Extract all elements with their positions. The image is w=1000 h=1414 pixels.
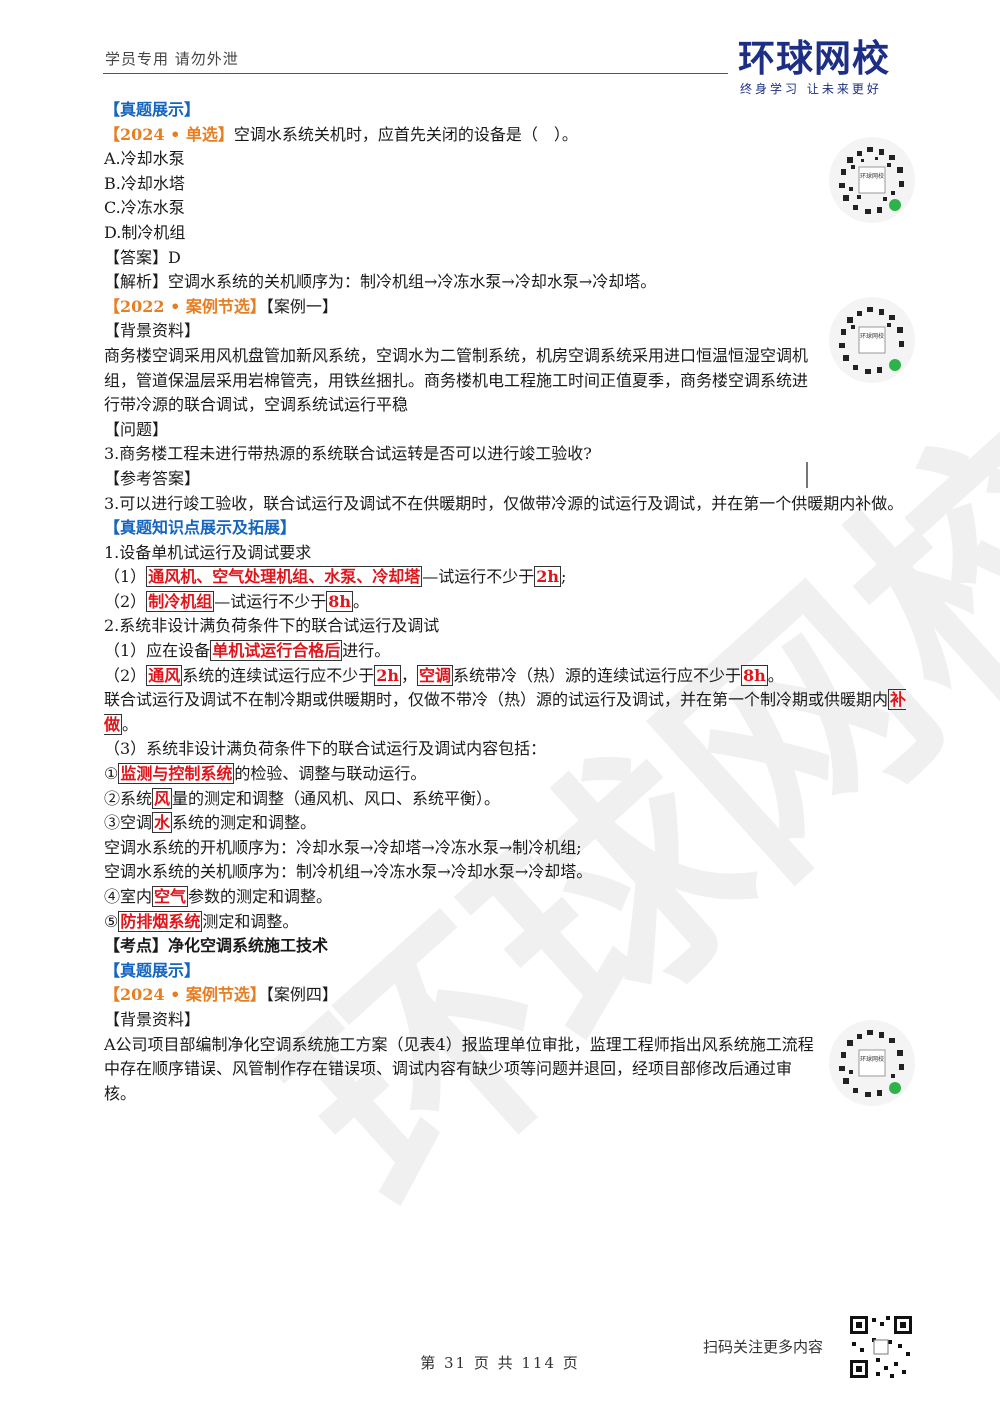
section-heading: 【真题展示】 bbox=[104, 100, 201, 119]
question-label: 【问题】 bbox=[104, 419, 169, 439]
case-number: 【案例四】 bbox=[265, 985, 338, 1005]
note-paragraph: 联合试运行及调试不在制冷期或供暖期时，仅做不带冷（热）源的试运行及调试，并在第一… bbox=[104, 689, 907, 735]
highlight-term: 8h bbox=[326, 590, 353, 612]
startup-sequence: 空调水系统的开机顺序为：冷却水泵→冷却塔→冷冻水泵→制冷机组; bbox=[104, 837, 582, 857]
section-heading: 【真题知识点展示及拓展】 bbox=[104, 518, 297, 538]
highlight-term: 空调 bbox=[417, 664, 454, 686]
highlight-term: 8h bbox=[741, 664, 768, 686]
header-notice: 学员专用 请勿外泄 bbox=[105, 50, 239, 68]
reference-label: 【参考答案】 bbox=[104, 468, 201, 488]
topic-title: 2.系统非设计满负荷条件下的联合试运行及调试 bbox=[104, 616, 440, 636]
topic-title: （3）系统非设计满负荷条件下的联合试运行及调试内容包括： bbox=[104, 739, 547, 759]
background-text: 商务楼空调采用风机盘管加新风系统，空调水为二管制系统，机房空调系统采用进口恒温恒… bbox=[104, 345, 809, 415]
question-line: 【2024 • 单选】空调水系统关机时，应首先关闭的设备是（ ）。 bbox=[104, 123, 919, 148]
background-label: 【背景资料】 bbox=[104, 321, 201, 341]
margin-mark bbox=[806, 462, 808, 488]
case-number: 【案例一】 bbox=[265, 296, 338, 316]
case-title: 【2024 • 案例节选】【案例四】 bbox=[104, 983, 919, 1008]
qr-code-icon[interactable] bbox=[848, 1314, 914, 1380]
highlight-term: 通风 bbox=[146, 664, 183, 686]
answer-line: 【答案】D bbox=[104, 247, 181, 267]
highlight-term: 2h bbox=[374, 664, 401, 686]
svg-text:环球网校: 环球网校 bbox=[860, 172, 884, 180]
qr-code-icon[interactable]: 环球网校 bbox=[827, 295, 917, 385]
page-number: 第 31 页 共 114 页 bbox=[420, 1354, 580, 1372]
qr-code-icon[interactable]: 环球网校 bbox=[827, 1018, 917, 1108]
highlight-term: 单机试运行合格后 bbox=[210, 640, 343, 662]
option-c: C.冷冻水泵 bbox=[104, 198, 185, 218]
svg-text:环球网校: 环球网校 bbox=[860, 332, 884, 340]
option-a: A.冷却水泵 bbox=[104, 149, 185, 169]
qr-code-icon[interactable]: 环球网校 bbox=[827, 135, 917, 225]
scan-caption: 扫码关注更多内容 bbox=[703, 1338, 824, 1356]
option-d: D.制冷机组 bbox=[104, 222, 186, 242]
logo-slogan: 终身学习 让未来更好 bbox=[740, 82, 882, 96]
highlight-term: 通风机、空气处理机组、水泵、冷却塔 bbox=[146, 566, 423, 588]
list-item: ③空调水系统的测定和调整。 bbox=[104, 812, 317, 834]
background-label: 【背景资料】 bbox=[104, 1009, 201, 1029]
option-b: B.冷却水塔 bbox=[104, 173, 185, 193]
shutdown-sequence: 空调水系统的关机顺序为：制冷机组→冷冻水泵→冷却水泵→冷却塔。 bbox=[104, 862, 593, 882]
case-title: 【2022 • 案例节选】【案例一】 bbox=[104, 295, 919, 320]
document-body: 【真题展示】 【2024 • 单选】空调水系统关机时，应首先关闭的设备是（ ）。… bbox=[104, 98, 919, 1106]
background-text: A公司项目部编制净化空调系统施工方案（见表4）报监理单位审批，监理工程师指出风系… bbox=[104, 1034, 814, 1103]
case-question: 3.商务楼工程未进行带热源的系统联合试运转是否可以进行竣工验收? bbox=[104, 444, 592, 464]
highlight-term: 补做 bbox=[104, 689, 907, 735]
analysis-line: 【解析】空调水系统的关机顺序为：制冷机组→冷冻水泵→冷却水泵→冷却塔。 bbox=[104, 272, 657, 292]
highlight-term: 2h bbox=[534, 566, 561, 588]
logo-name: 环球网校 bbox=[738, 37, 890, 80]
highlight-term: 水 bbox=[152, 812, 173, 834]
section-heading: 【真题展示】 bbox=[104, 960, 201, 980]
list-item: （1）应在设备单机试运行合格后进行。 bbox=[104, 640, 391, 662]
question-text: 空调水系统关机时，应首先关闭的设备是（ ）。 bbox=[233, 124, 578, 144]
list-item: ④室内空气参数的测定和调整。 bbox=[104, 886, 333, 907]
brand-logo: 环球网校 终身学习 让未来更好 bbox=[738, 38, 918, 100]
highlight-term: 制冷机组 bbox=[146, 590, 215, 612]
highlight-term: 监测与控制系统 bbox=[118, 763, 235, 785]
header-divider bbox=[103, 73, 728, 74]
case-tag: 【2024 • 案例节选】 bbox=[104, 985, 266, 1005]
question-tag: 【2024 • 单选】 bbox=[104, 124, 234, 144]
highlight-term: 风 bbox=[152, 787, 173, 809]
reference-answer: 3.可以进行竣工验收，联合试运行及调试不在供暖期时，仅做带冷源的试运行及调试，并… bbox=[104, 493, 904, 513]
svg-text:环球网校: 环球网校 bbox=[860, 1055, 884, 1063]
highlight-term: 防排烟系统 bbox=[118, 910, 203, 932]
highlight-term: 空气 bbox=[152, 886, 189, 907]
exam-point: 【考点】净化空调系统施工技术 bbox=[104, 936, 329, 956]
topic-title: 1.设备单机试运行及调试要求 bbox=[104, 542, 312, 562]
list-item: ②系统风量的测定和调整（通风机、风口、系统平衡）。 bbox=[104, 787, 501, 809]
case-tag: 【2022 • 案例节选】 bbox=[104, 296, 266, 316]
